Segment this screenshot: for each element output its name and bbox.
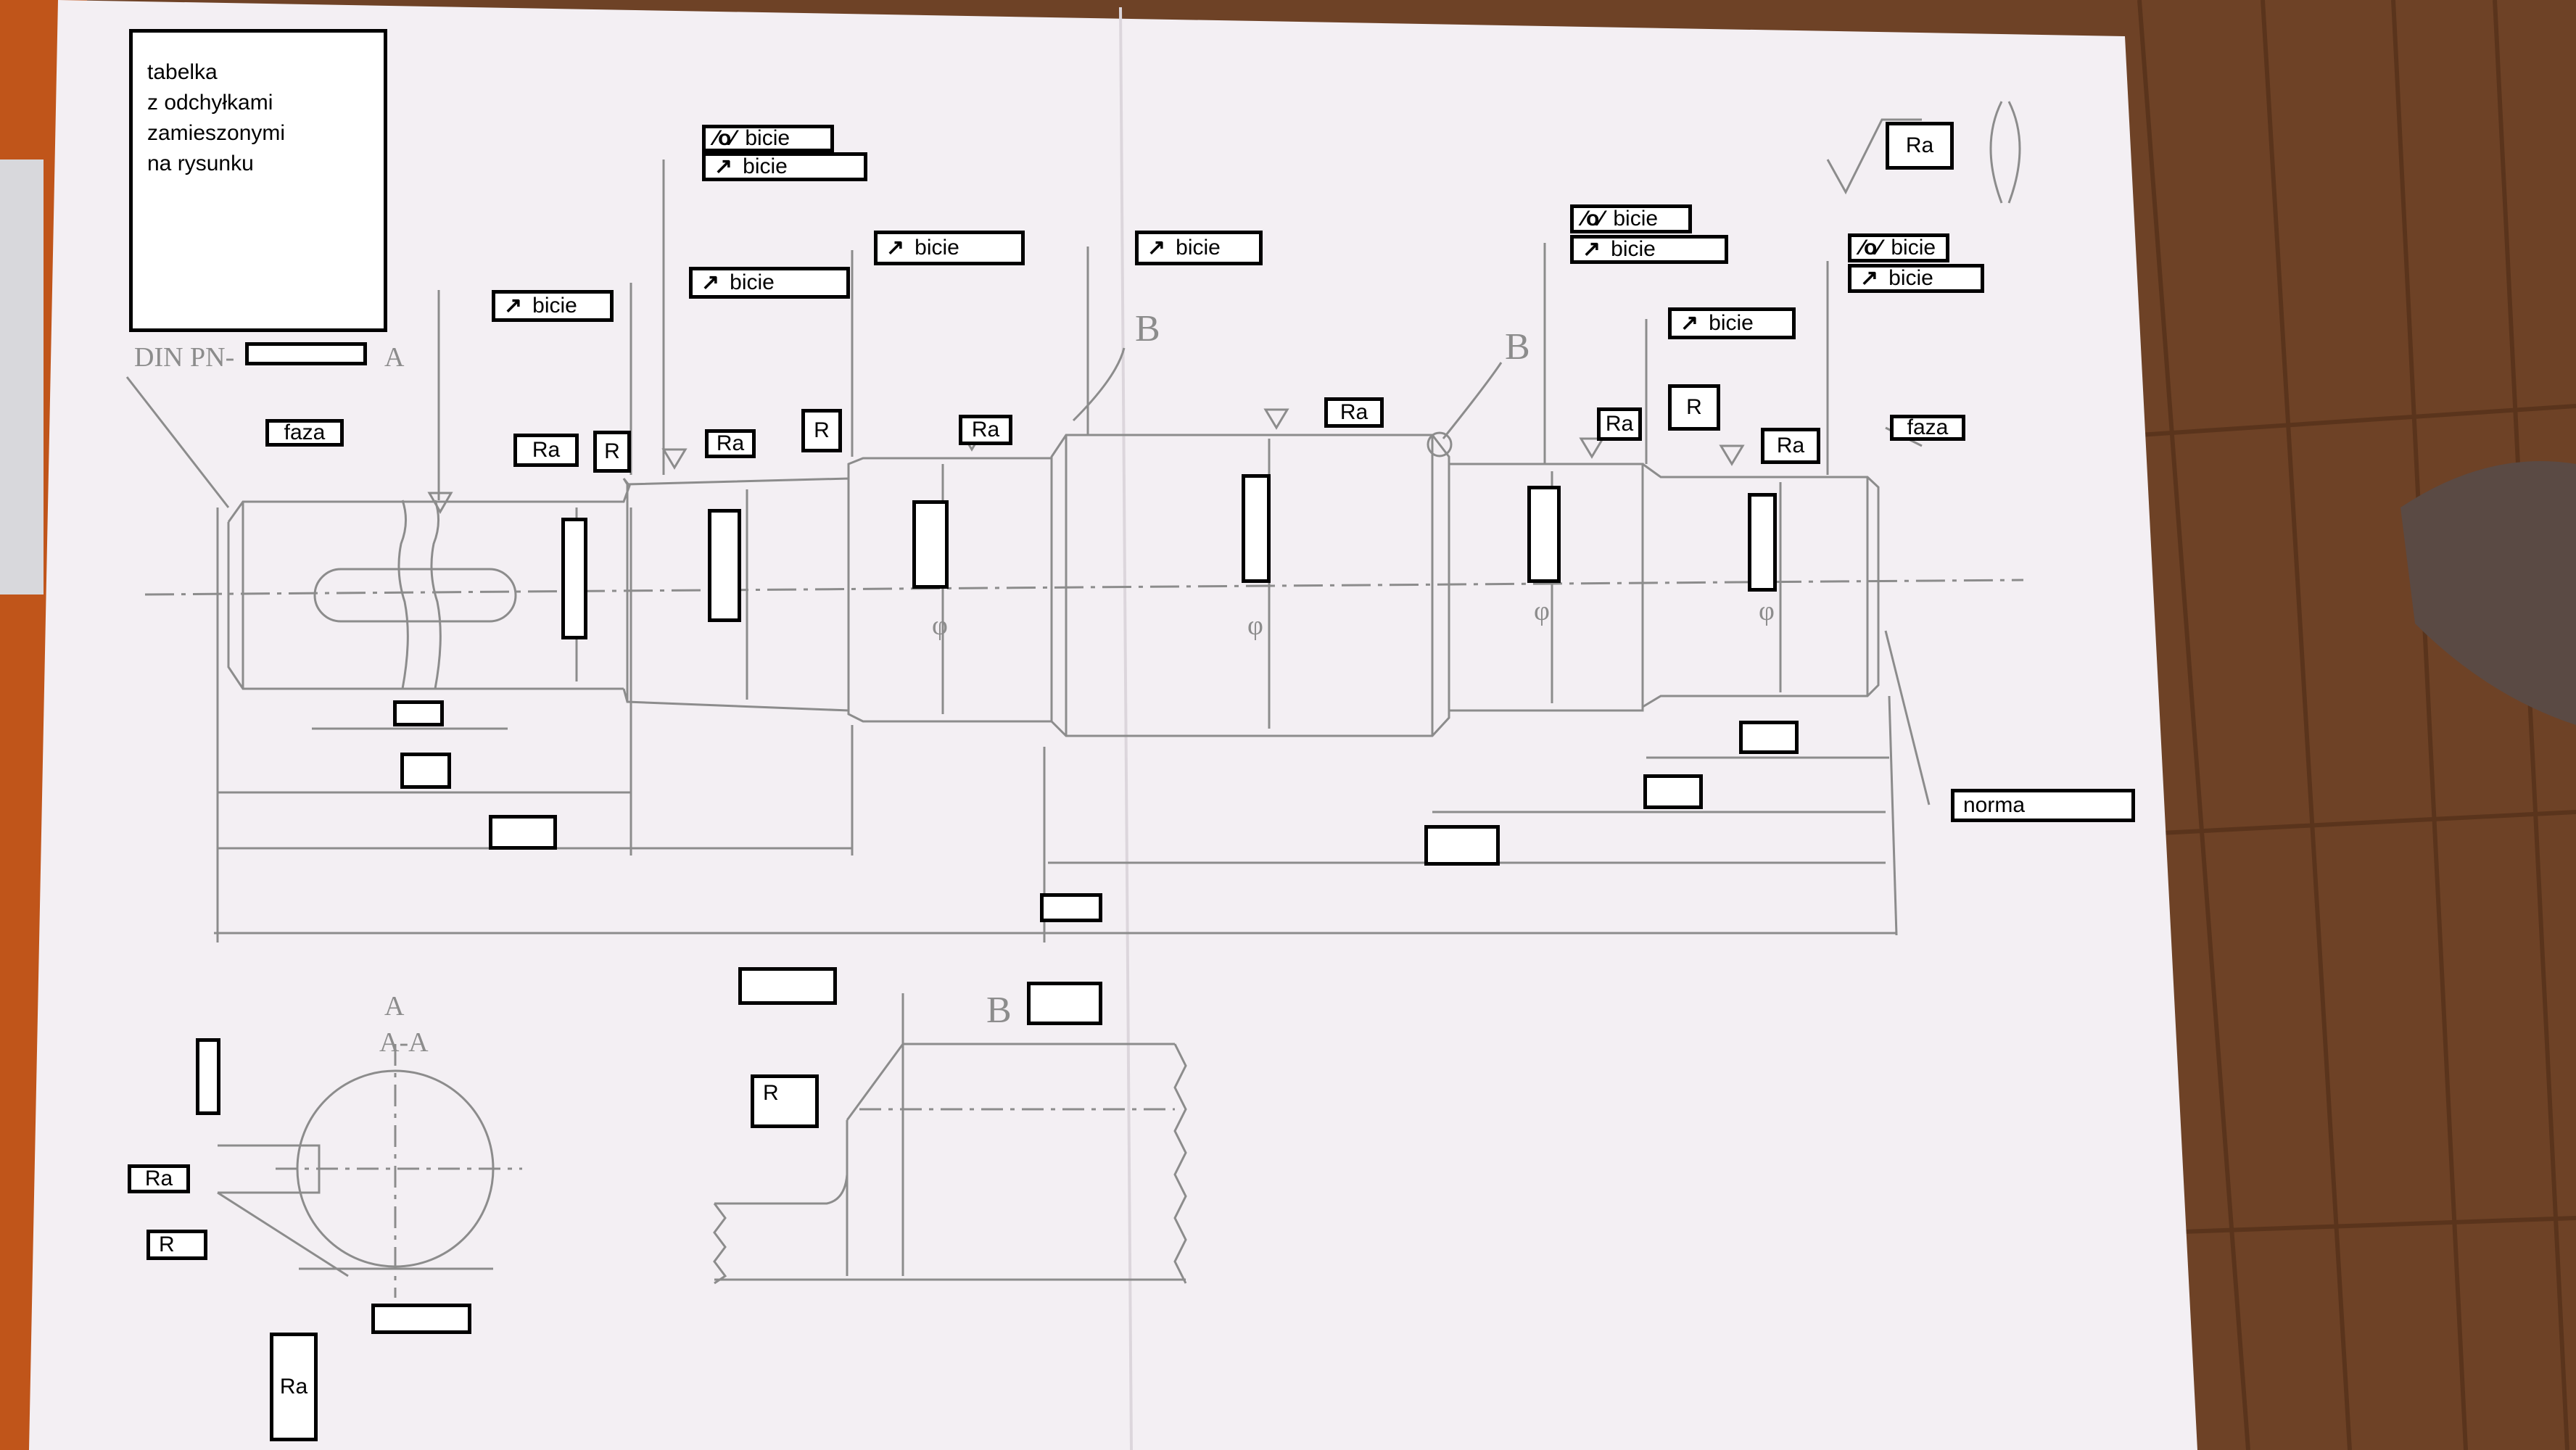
total-runout-icon: ↗ — [701, 270, 720, 294]
roughness-label-2: Ra — [705, 429, 756, 458]
total-runout-callout-4: ↗bicie — [874, 231, 1025, 265]
total-runout-callout-7: ↗bicie — [1848, 264, 1984, 293]
roughness-label-3: Ra — [959, 415, 1012, 445]
circular-runout-icon: ⁄o⁄ — [714, 126, 735, 150]
section-title-a-a: A-A — [379, 1027, 429, 1058]
total-runout-callout-6: ↗bicie — [1570, 235, 1728, 264]
total-runout-callout-3: ↗bicie — [492, 290, 614, 322]
blank-box-keyway-length — [393, 700, 444, 726]
phi-mark-1: φ — [932, 610, 948, 641]
roughness-label-5: Ra — [1597, 407, 1642, 441]
total-runout-callout-2: ↗bicie — [689, 267, 850, 299]
blank-box-length-1 — [400, 753, 451, 789]
circular-runout-icon: ⁄o⁄ — [1582, 207, 1603, 231]
tolerance-table-note: tabelka z odchyłkami zamieszonymi na rys… — [129, 29, 387, 332]
blank-box-length-2 — [489, 815, 557, 850]
blank-box-din — [245, 342, 367, 365]
total-runout-icon: ↗ — [1680, 311, 1699, 335]
total-runout-icon: ↗ — [1860, 266, 1879, 290]
detail-callout-b-left: B — [1135, 308, 1160, 349]
blank-box-section-width — [371, 1304, 471, 1334]
blank-box-length-5 — [1739, 721, 1799, 754]
blank-box-diameter-1 — [561, 518, 587, 639]
detail-mark-b: B — [986, 990, 1012, 1031]
total-runout-icon: ↗ — [504, 294, 523, 318]
total-runout-icon: ↗ — [886, 236, 905, 260]
radius-label-2: R — [801, 409, 842, 452]
chamfer-label-left: faza — [265, 419, 344, 447]
section-mark-a: A — [384, 991, 405, 1022]
blank-box-diameter-2 — [708, 509, 741, 622]
section-mark-top: A — [384, 342, 405, 373]
detail-callout-b-right: B — [1505, 326, 1530, 368]
blank-box-length-total — [1040, 893, 1102, 922]
roughness-label-bottom: Ra — [270, 1333, 318, 1441]
circular-runout-icon: ⁄o⁄ — [1860, 236, 1881, 260]
total-runout-callout-5: ↗bicie — [1135, 231, 1263, 265]
radius-label-3: R — [1668, 384, 1720, 431]
phi-mark-4: φ — [1759, 596, 1775, 626]
radius-label-detail: R — [751, 1074, 819, 1128]
radius-label-section: R — [146, 1230, 207, 1260]
circular-runout-callout-3: ⁄o⁄bicie — [1848, 233, 1949, 262]
standard-reference-label: norma — [1951, 789, 2135, 822]
phi-mark-3: φ — [1534, 596, 1550, 626]
total-runout-icon: ↗ — [714, 154, 733, 178]
blank-box-detail-scale — [1027, 982, 1102, 1025]
blank-box-length-3 — [1424, 825, 1500, 866]
roughness-label-1: Ra — [513, 434, 579, 467]
roughness-label-6: Ra — [1761, 428, 1820, 464]
roughness-general-label: Ra — [1886, 122, 1954, 170]
total-runout-callout-8: ↗bicie — [1668, 307, 1796, 339]
blank-box-detail-1 — [738, 967, 837, 1005]
circular-runout-callout-1: ⁄o⁄bicie — [702, 125, 834, 152]
chamfer-label-right: faza — [1890, 415, 1965, 441]
phi-mark-2: φ — [1247, 610, 1263, 641]
blank-box-length-4 — [1643, 774, 1703, 809]
blank-box-diameter-3 — [912, 500, 949, 589]
blank-box-section-depth — [196, 1038, 220, 1115]
roughness-label-section: Ra — [128, 1164, 190, 1193]
din-note: DIN PN- — [134, 342, 234, 373]
total-runout-icon: ↗ — [1147, 236, 1166, 260]
radius-label-1: R — [593, 431, 631, 473]
total-runout-callout-1: ↗bicie — [702, 152, 867, 181]
blank-box-diameter-4 — [1242, 474, 1271, 583]
blank-box-diameter-6 — [1748, 493, 1777, 592]
roughness-label-4: Ra — [1324, 397, 1384, 428]
blank-box-diameter-5 — [1527, 486, 1561, 583]
total-runout-icon: ↗ — [1582, 237, 1601, 261]
circular-runout-callout-2: ⁄o⁄bicie — [1570, 204, 1692, 233]
